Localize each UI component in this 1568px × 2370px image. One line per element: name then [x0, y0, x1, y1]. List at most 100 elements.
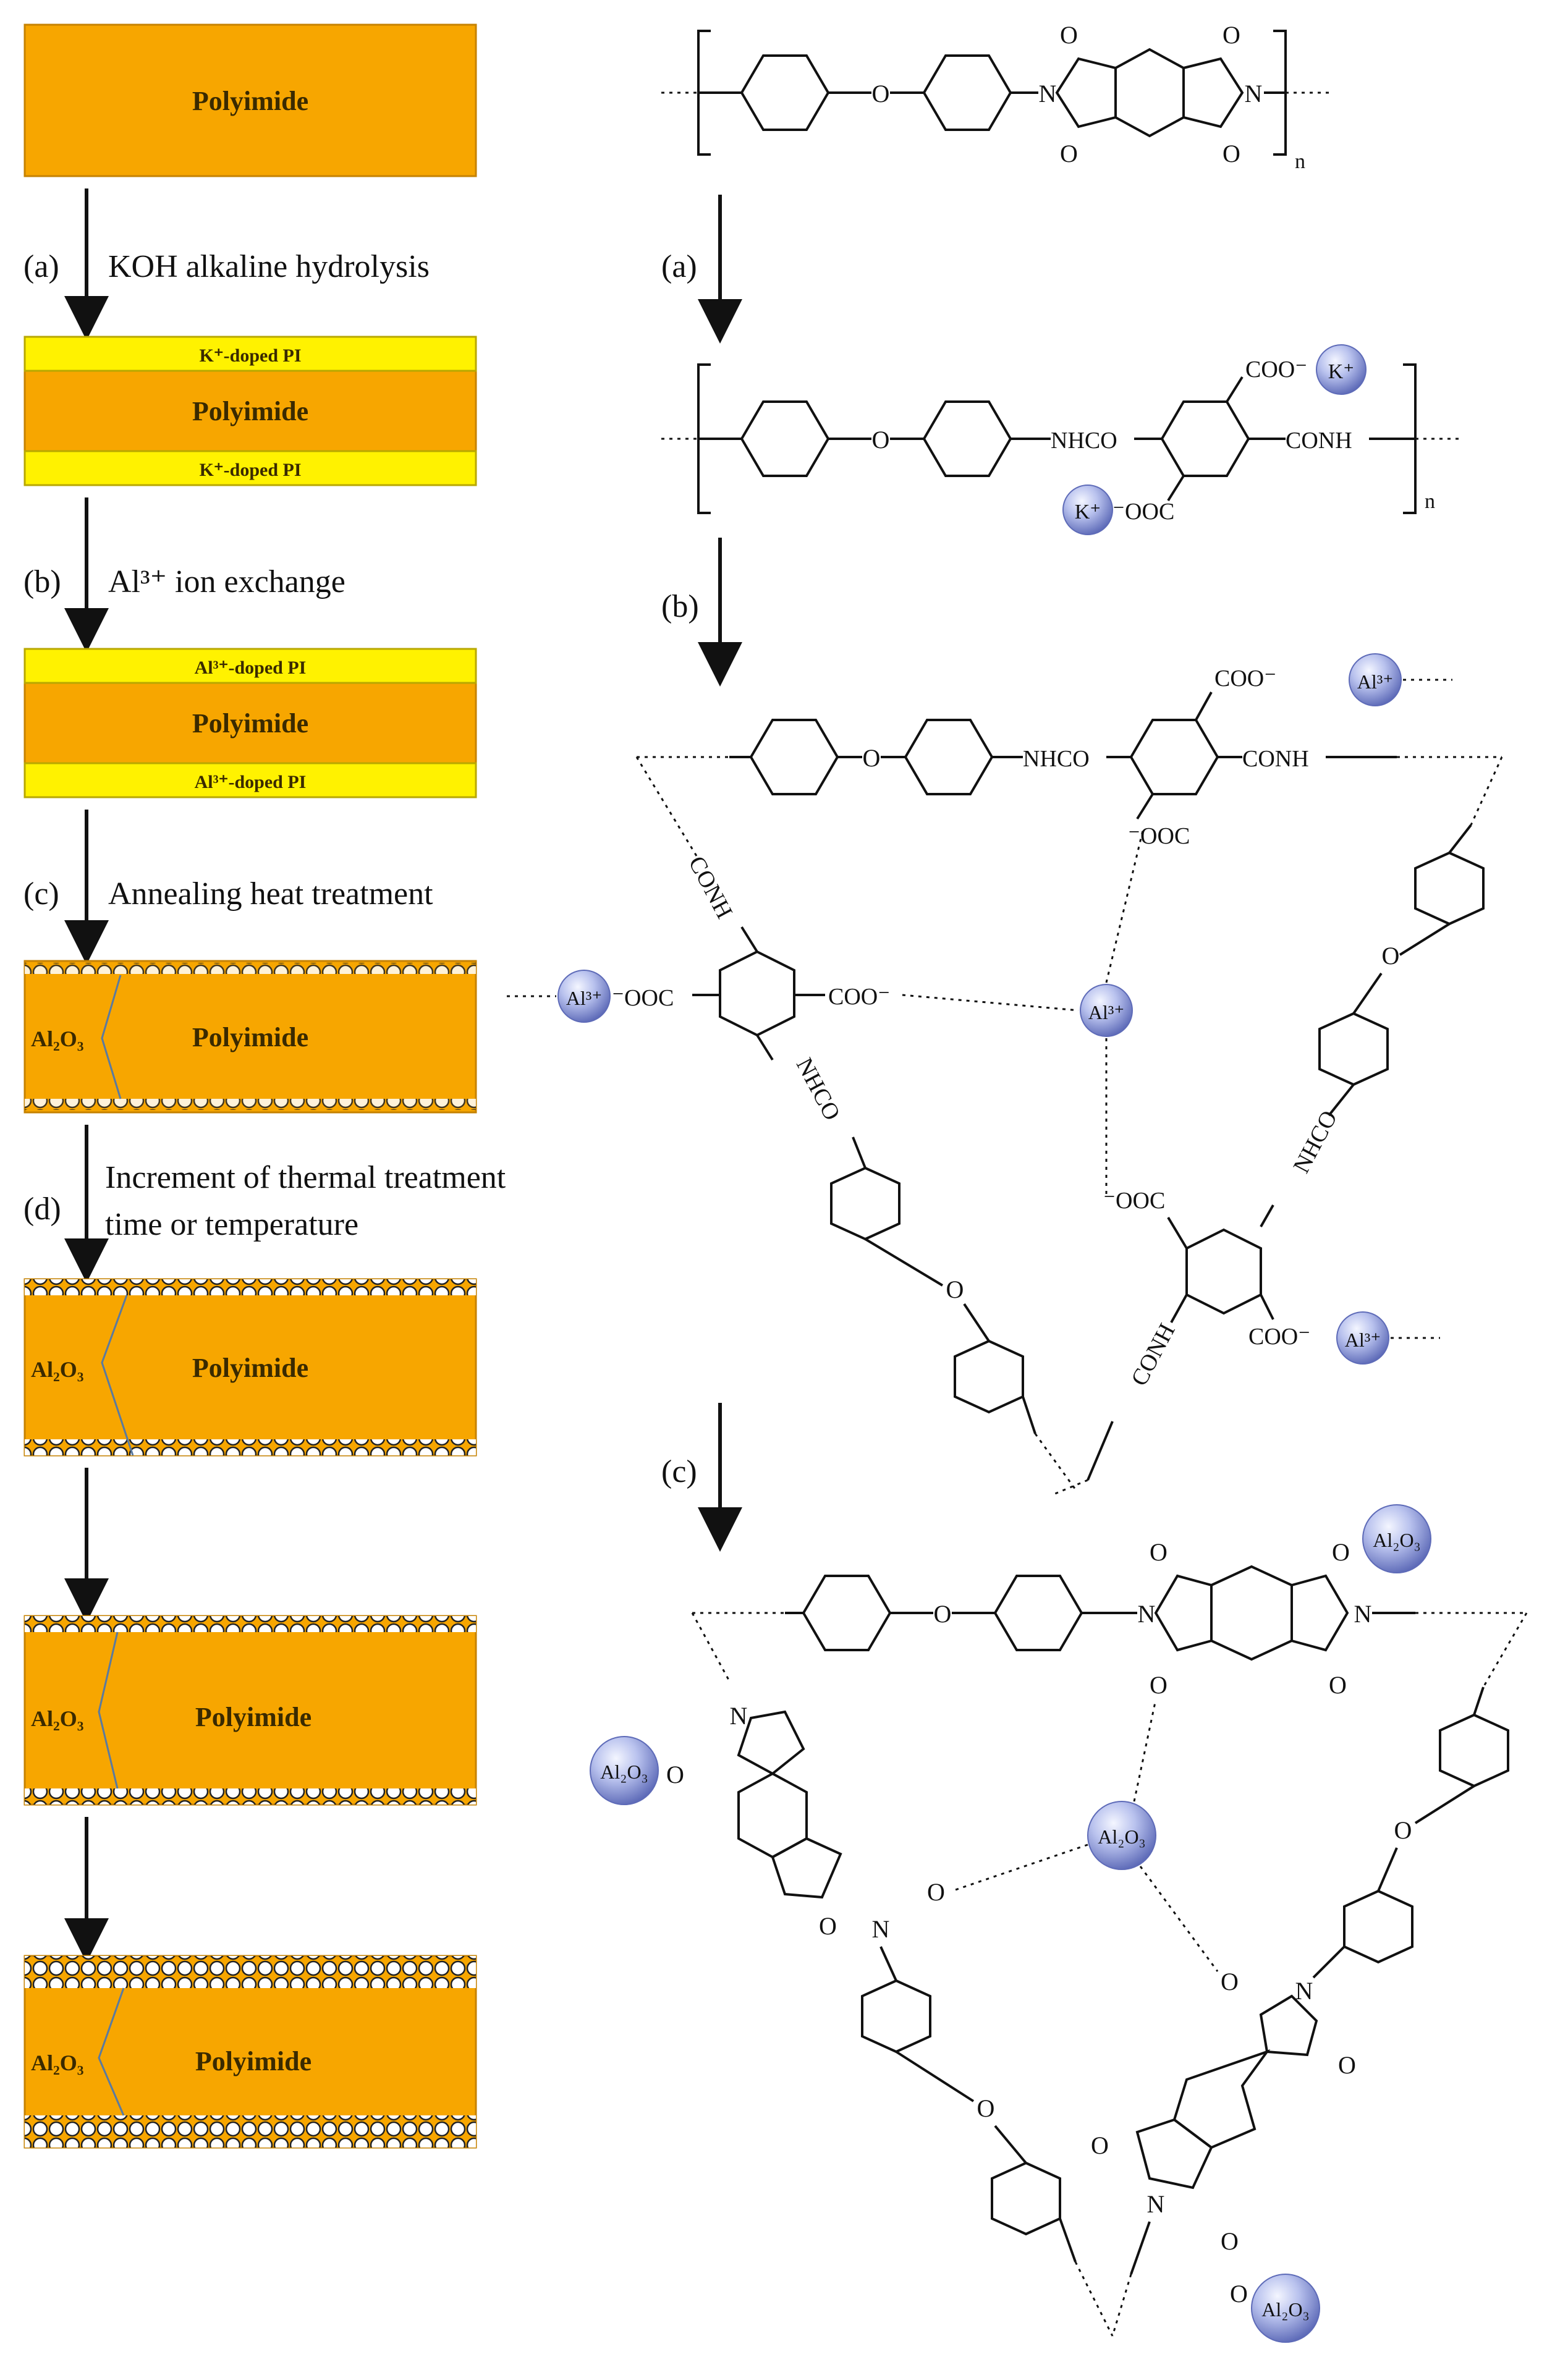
- step-d: (d) Increment of thermal treatment time …: [23, 1125, 506, 1283]
- step-text: Annealing heat treatment: [108, 876, 433, 912]
- bond: [1414, 1785, 1475, 1824]
- box-label: Polyimide: [192, 86, 308, 116]
- ether-oxygen: O: [872, 80, 890, 108]
- alumina-label: Al₂O₃: [1098, 1826, 1145, 1848]
- bond: [1399, 923, 1451, 956]
- polyimide-box-6: Al₂O₃ Polyimide: [23, 1615, 477, 1806]
- benzene-ring: [904, 719, 994, 795]
- coordination-link: [1139, 1866, 1219, 1972]
- amide-group: CONH: [1286, 428, 1352, 454]
- bond: [1195, 692, 1213, 721]
- bond: [1312, 1945, 1346, 1979]
- benzene-ring: [991, 2161, 1061, 2236]
- benzene-ring: [954, 1339, 1024, 1414]
- alumina-sphere: [1362, 1504, 1431, 1573]
- doped-layer-bottom: [23, 762, 477, 798]
- network-link: [1482, 1612, 1528, 1688]
- imide-nitrogen: N: [872, 1915, 890, 1943]
- step-marker: (c): [661, 1454, 697, 1489]
- ether-oxygen: O: [1394, 1816, 1412, 1844]
- doped-layer-top-label: Al³⁺-doped PI: [195, 658, 307, 678]
- bond: [1377, 1847, 1398, 1892]
- polyimide-box-4: Al₂O₃ Polyimide: [23, 960, 477, 1114]
- polyimide-layer: [23, 23, 477, 177]
- doped-layer-bottom-label: K⁺-doped PI: [199, 460, 301, 480]
- carbonyl-oxygen: O: [1091, 2131, 1109, 2159]
- bond: [1448, 824, 1472, 854]
- bond: [1059, 2218, 1077, 2262]
- bond: [740, 926, 758, 953]
- step-marker: (a): [661, 249, 697, 284]
- doped-layer-top: [23, 648, 477, 684]
- carbonyl-oxygen: O: [1060, 140, 1078, 167]
- pyromellitic-ring: [719, 950, 795, 1037]
- benzene-ring: [830, 1166, 901, 1241]
- alumina-side-label: Al₂O₃: [31, 1026, 84, 1051]
- amide-group: CONH: [684, 852, 738, 923]
- carboxylate-group: ⁻OOC: [1103, 1188, 1165, 1214]
- amide-group: NHCO: [1051, 428, 1117, 454]
- amide-group: CONH: [1126, 1319, 1180, 1390]
- polyimide-box-7: Al₂O₃ Polyimide: [23, 1955, 477, 2149]
- imide-nitrogen-left: N: [1039, 80, 1057, 108]
- pyromellitic-ring: [1114, 48, 1185, 138]
- imide-ring: [1135, 2118, 1213, 2190]
- box-label: Polyimide: [192, 1353, 308, 1383]
- imide-nitrogen: N: [1138, 1600, 1156, 1628]
- box-label: Polyimide: [192, 1022, 308, 1052]
- alumina-side-label: Al₂O₃: [31, 2050, 84, 2075]
- bond: [1473, 1687, 1485, 1716]
- bond: [864, 1238, 944, 1287]
- alumina-sphere: [1251, 2274, 1320, 2343]
- imide-ring-left: [1055, 57, 1117, 129]
- benzene-ring-2: [922, 400, 1012, 477]
- ether-oxygen: O: [863, 744, 881, 772]
- bond: [1260, 1294, 1274, 1320]
- alumina-particle-row-bottom-1: [25, 2115, 476, 2131]
- bond: [994, 2125, 1027, 2164]
- alumina-sphere-center: [1087, 1801, 1156, 1870]
- bond: [963, 1303, 990, 1342]
- right-panel: O N O O O O N n (a): [507, 21, 1528, 2343]
- pyromellitic-ring: [1160, 400, 1250, 477]
- carboxylate-group: ⁻OOC: [1128, 823, 1190, 849]
- ether-oxygen: O: [934, 1600, 952, 1628]
- alumina-particle-row-top: [25, 963, 476, 974]
- benzene-ring: [1439, 1713, 1509, 1788]
- aluminum-ion-sphere-center: [1080, 984, 1133, 1037]
- coordination-link: [951, 1843, 1088, 1892]
- benzene-ring: [802, 1575, 892, 1651]
- polyimide-box-1: Polyimide: [23, 23, 477, 177]
- step-marker: (b): [661, 589, 699, 624]
- bond: [1352, 972, 1383, 1015]
- interface-line: [98, 1631, 119, 1789]
- step-text: Al³⁺ ion exchange: [108, 564, 345, 599]
- aluminum-ion-label: Al³⁺: [1357, 671, 1393, 693]
- box-label: Polyimide: [192, 708, 308, 739]
- repeat-index: n: [1295, 150, 1305, 173]
- step-marker: (b): [23, 564, 61, 599]
- benzene-ring: [749, 719, 839, 795]
- step-marker: (c): [23, 876, 59, 912]
- alumina-particle-row-top: [25, 1616, 476, 1632]
- aluminum-ion-label: Al³⁺: [1345, 1329, 1381, 1351]
- carboxylate-group: COO⁻: [1214, 666, 1276, 692]
- bond: [1167, 475, 1185, 502]
- step-text: KOH alkaline hydrolysis: [108, 249, 430, 284]
- amide-group: NHCO: [1288, 1106, 1342, 1177]
- benzene-ring: [1318, 1012, 1389, 1086]
- potassium-ion-label: K⁺: [1075, 501, 1101, 523]
- imide-nitrogen: N: [1147, 2190, 1165, 2218]
- repeat-index: n: [1425, 490, 1435, 513]
- bond: [895, 2050, 975, 2102]
- alumina-particle-row-top-2: [25, 1972, 476, 1988]
- carboxylate-group: COO⁻: [1245, 357, 1307, 383]
- doped-layer-bottom: [23, 450, 477, 486]
- carbonyl-oxygen: O: [1223, 21, 1240, 49]
- right-step-b: (b): [661, 538, 742, 687]
- aluminum-ion-label: Al³⁺: [1088, 1001, 1124, 1023]
- interface-line: [101, 975, 122, 1099]
- imide-ring: [1154, 1574, 1213, 1652]
- benzene-ring: [993, 1575, 1083, 1651]
- coordination-link: [1105, 827, 1145, 983]
